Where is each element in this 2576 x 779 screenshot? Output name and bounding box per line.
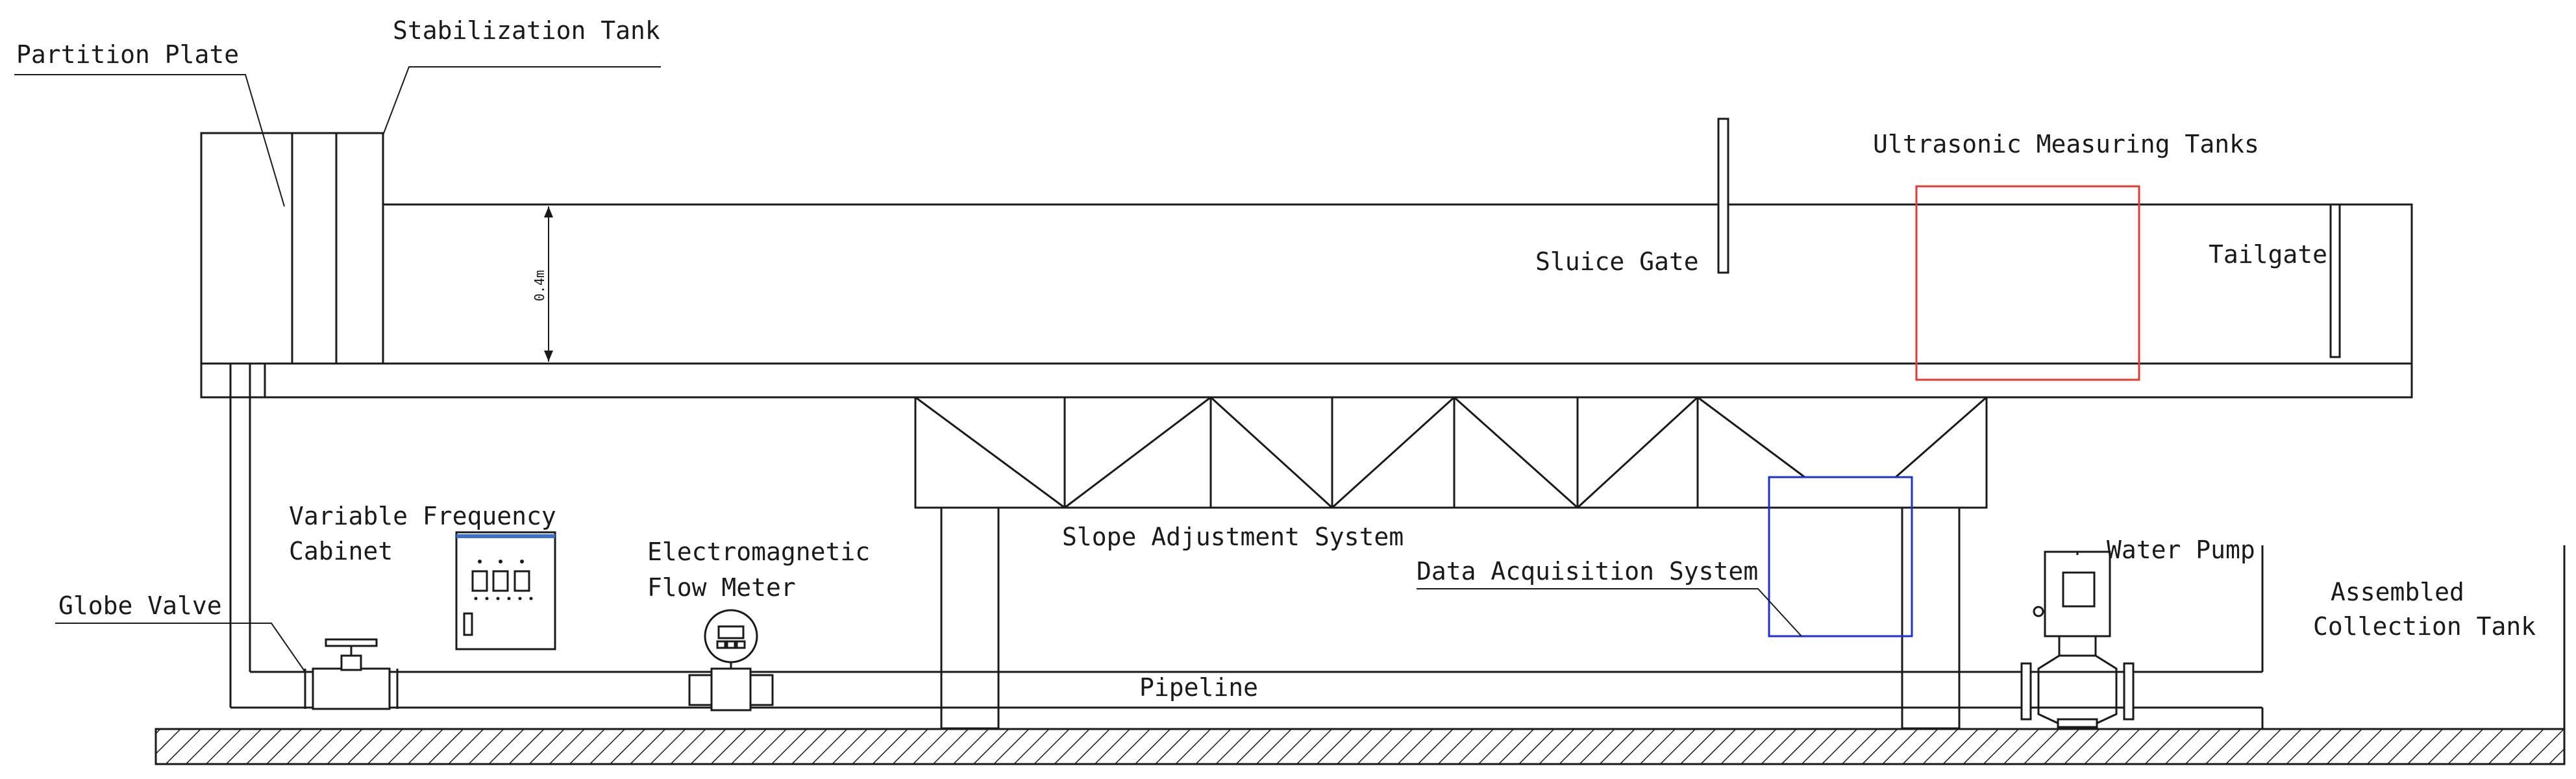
ground-hatch: [155, 728, 2566, 765]
label-globe-valve: Globe Valve: [58, 591, 222, 620]
leader-data-acquisition: [1417, 588, 1802, 637]
depth-dimension-label: 0.4m: [532, 270, 547, 301]
label-stabilization-tank: Stabilization Tank: [393, 16, 660, 45]
label-ultrasonic-measuring-tanks: Ultrasonic Measuring Tanks: [1873, 130, 2259, 158]
label-assembled-1: Assembled: [2331, 578, 2464, 606]
leader-stabilization-tank: [382, 66, 661, 136]
depth-arrow-bottom: [544, 351, 553, 362]
label-electromagnetic-1: Electromagnetic: [647, 538, 870, 566]
label-sluice-gate: Sluice Gate: [1535, 247, 1699, 276]
ultrasonic-measuring-tanks-box: [1915, 185, 2140, 381]
leader-globe-valve: [55, 623, 306, 673]
sluice-gate: [1717, 117, 1729, 274]
label-variable-frequency-1: Variable Frequency: [289, 502, 556, 530]
leader-partition-plate: [14, 74, 285, 207]
data-acquisition-system-box: [1768, 476, 1913, 637]
label-tailgate: Tailgate: [2209, 240, 2327, 269]
tailgate: [2329, 203, 2341, 358]
truss-members: [915, 396, 1987, 509]
label-variable-frequency-2: Cabinet: [289, 537, 393, 565]
support-column-right: [1901, 506, 1961, 730]
truss-frame: [914, 396, 1988, 509]
water-pump: [2020, 550, 2135, 728]
label-partition-plate: Partition Plate: [16, 40, 239, 69]
stabilization-tank-base: [200, 362, 267, 399]
label-slope-adjustment-system: Slope Adjustment System: [1062, 523, 1404, 551]
globe-valve: [304, 638, 399, 710]
variable-frequency-cabinet: [455, 531, 556, 650]
label-electromagnetic-2: Flow Meter: [647, 573, 796, 602]
label-water-pump: Water Pump: [2107, 536, 2255, 564]
support-column-left: [940, 506, 1000, 730]
label-assembled-2: Collection Tank: [2313, 612, 2536, 641]
electromagnetic-flow-meter: [688, 609, 774, 711]
label-data-acquisition-system: Data Acquisition System: [1417, 557, 1758, 586]
depth-arrow-top: [544, 206, 553, 217]
flume-channel: [382, 203, 2413, 365]
label-pipeline: Pipeline: [1139, 673, 1258, 702]
